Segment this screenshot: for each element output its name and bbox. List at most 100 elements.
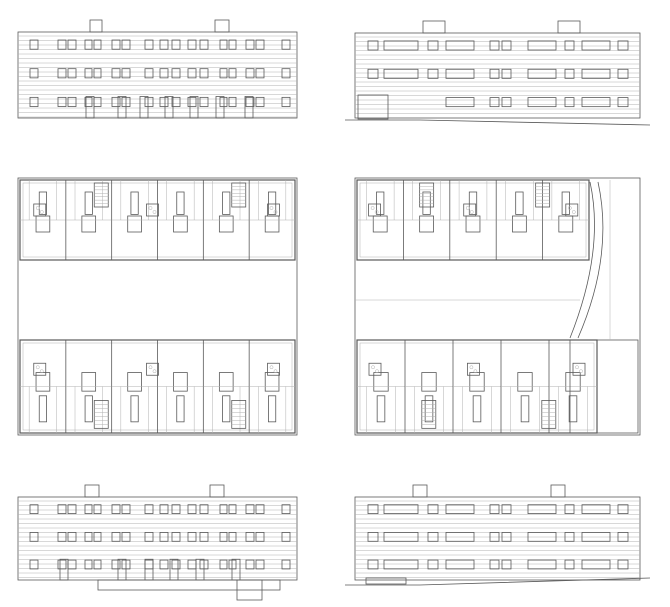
window xyxy=(159,39,169,50)
window xyxy=(111,532,121,542)
room-core xyxy=(84,191,93,215)
fixture xyxy=(371,365,375,370)
window xyxy=(144,39,154,50)
window xyxy=(281,504,291,515)
window xyxy=(501,68,512,79)
fixture xyxy=(152,210,157,214)
fixture xyxy=(473,369,478,374)
window xyxy=(121,39,131,50)
window xyxy=(159,504,169,515)
window xyxy=(187,559,197,570)
window xyxy=(617,532,629,542)
window xyxy=(501,504,512,515)
bathroom xyxy=(466,362,480,376)
hallway xyxy=(469,372,485,392)
window xyxy=(67,39,77,50)
window xyxy=(617,40,629,51)
window xyxy=(57,68,67,79)
window xyxy=(111,504,121,515)
curved-ramp xyxy=(577,181,604,339)
room-core xyxy=(38,395,47,423)
fixture xyxy=(148,206,153,210)
window xyxy=(527,40,557,51)
window xyxy=(581,532,611,542)
window xyxy=(144,68,154,79)
elevation-bottom-right xyxy=(345,484,651,586)
window xyxy=(171,96,181,107)
window xyxy=(228,39,237,50)
window xyxy=(219,39,228,50)
annex xyxy=(97,579,281,591)
window xyxy=(219,96,228,107)
window xyxy=(171,532,181,542)
window xyxy=(445,532,475,542)
window xyxy=(527,504,557,515)
fixture xyxy=(571,210,576,214)
window xyxy=(564,40,575,51)
annex xyxy=(236,579,263,601)
window xyxy=(427,68,439,79)
window xyxy=(255,559,265,570)
window xyxy=(383,559,419,570)
window xyxy=(489,532,500,542)
fixture xyxy=(575,365,579,370)
bathroom xyxy=(146,203,159,217)
room-core xyxy=(520,395,530,423)
roof-chimney xyxy=(412,484,428,498)
window xyxy=(93,96,102,107)
window xyxy=(29,68,39,79)
room-core xyxy=(222,191,231,215)
window xyxy=(144,532,154,542)
window xyxy=(199,532,209,542)
hallway xyxy=(421,372,437,392)
curved-ramp xyxy=(569,181,595,339)
window xyxy=(121,504,131,515)
window xyxy=(501,40,512,51)
entrance-door xyxy=(169,558,179,581)
fixture xyxy=(35,365,40,370)
fixture xyxy=(579,369,583,374)
room-core xyxy=(176,395,185,423)
window xyxy=(281,532,291,542)
hallway xyxy=(264,372,280,392)
window xyxy=(67,559,77,570)
window xyxy=(383,40,419,51)
window xyxy=(245,39,255,50)
window xyxy=(228,532,237,542)
window xyxy=(564,504,575,515)
fixture xyxy=(375,369,379,374)
window xyxy=(84,68,93,79)
window xyxy=(489,559,500,570)
stair xyxy=(419,182,435,208)
fixture xyxy=(39,210,44,214)
bathroom xyxy=(572,362,586,376)
window xyxy=(427,40,439,51)
window xyxy=(581,68,611,79)
window xyxy=(219,559,228,570)
entrance-door xyxy=(189,96,199,119)
window xyxy=(171,504,181,515)
fixture xyxy=(39,369,44,374)
window xyxy=(281,39,291,50)
window xyxy=(67,504,77,515)
window xyxy=(219,532,228,542)
room-core xyxy=(376,395,386,423)
hallway xyxy=(81,215,97,233)
window xyxy=(255,96,265,107)
window xyxy=(111,68,121,79)
hallway xyxy=(517,372,533,392)
stair xyxy=(535,182,551,208)
stair xyxy=(93,400,109,429)
hallway xyxy=(127,215,142,233)
building-outline xyxy=(354,496,641,581)
window xyxy=(121,532,131,542)
roof-chimney xyxy=(422,20,446,34)
window xyxy=(245,504,255,515)
window xyxy=(617,97,629,108)
window xyxy=(57,504,67,515)
window xyxy=(159,532,169,542)
hallway xyxy=(372,215,388,233)
window xyxy=(564,97,575,108)
window xyxy=(527,68,557,79)
window xyxy=(29,504,39,515)
